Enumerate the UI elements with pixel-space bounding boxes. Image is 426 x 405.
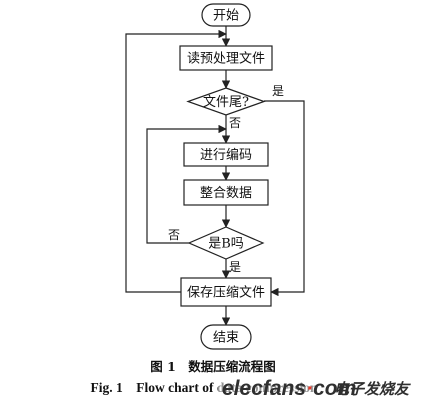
edge-label-b-no: 否 [168, 228, 180, 242]
node-encode-label: 进行编码 [200, 148, 252, 163]
node-integrate: 整合数据 [183, 179, 269, 206]
node-start-label: 开始 [213, 9, 239, 24]
node-end: 结束 [200, 324, 252, 350]
edge-label-b-yes: 是 [229, 260, 241, 274]
node-decision-b-label: 是B吗 [208, 237, 244, 252]
node-encode: 进行编码 [183, 142, 269, 167]
node-start: 开始 [201, 3, 251, 27]
edge-b-no-loop [146, 124, 227, 244]
node-read: 读预处理文件 [179, 45, 273, 71]
node-decision-eof: 文件尾? [186, 87, 266, 116]
watermark-cn: 电子发烧友 [334, 380, 411, 398]
node-decision-b: 是B吗 [187, 226, 265, 260]
svg-text:elecfans·com: elecfans·com [222, 377, 356, 400]
edge-label-eof-no: 否 [229, 116, 241, 130]
watermark-brand-pre: elecfans [222, 377, 306, 400]
node-end-label: 结束 [213, 331, 239, 346]
node-integrate-label: 整合数据 [200, 186, 252, 201]
edge-eof-yes-path [264, 100, 305, 297]
edge-label-eof-yes: 是 [272, 84, 284, 98]
watermark-brand-post: com [313, 377, 356, 400]
connectors [125, 26, 305, 326]
node-decision-eof-label: 文件尾? [203, 95, 249, 110]
node-save-label: 保存压缩文件 [187, 285, 265, 301]
node-save: 保存压缩文件 [180, 277, 272, 307]
edge-save-loop-to-read [125, 29, 227, 293]
watermark-brand-dot: · [306, 377, 313, 400]
caption-zh: 图 1 数据压缩流程图 [150, 359, 276, 374]
node-read-label: 读预处理文件 [187, 52, 265, 67]
watermark-logo: elecfans·com 电子发烧友 [218, 375, 418, 401]
